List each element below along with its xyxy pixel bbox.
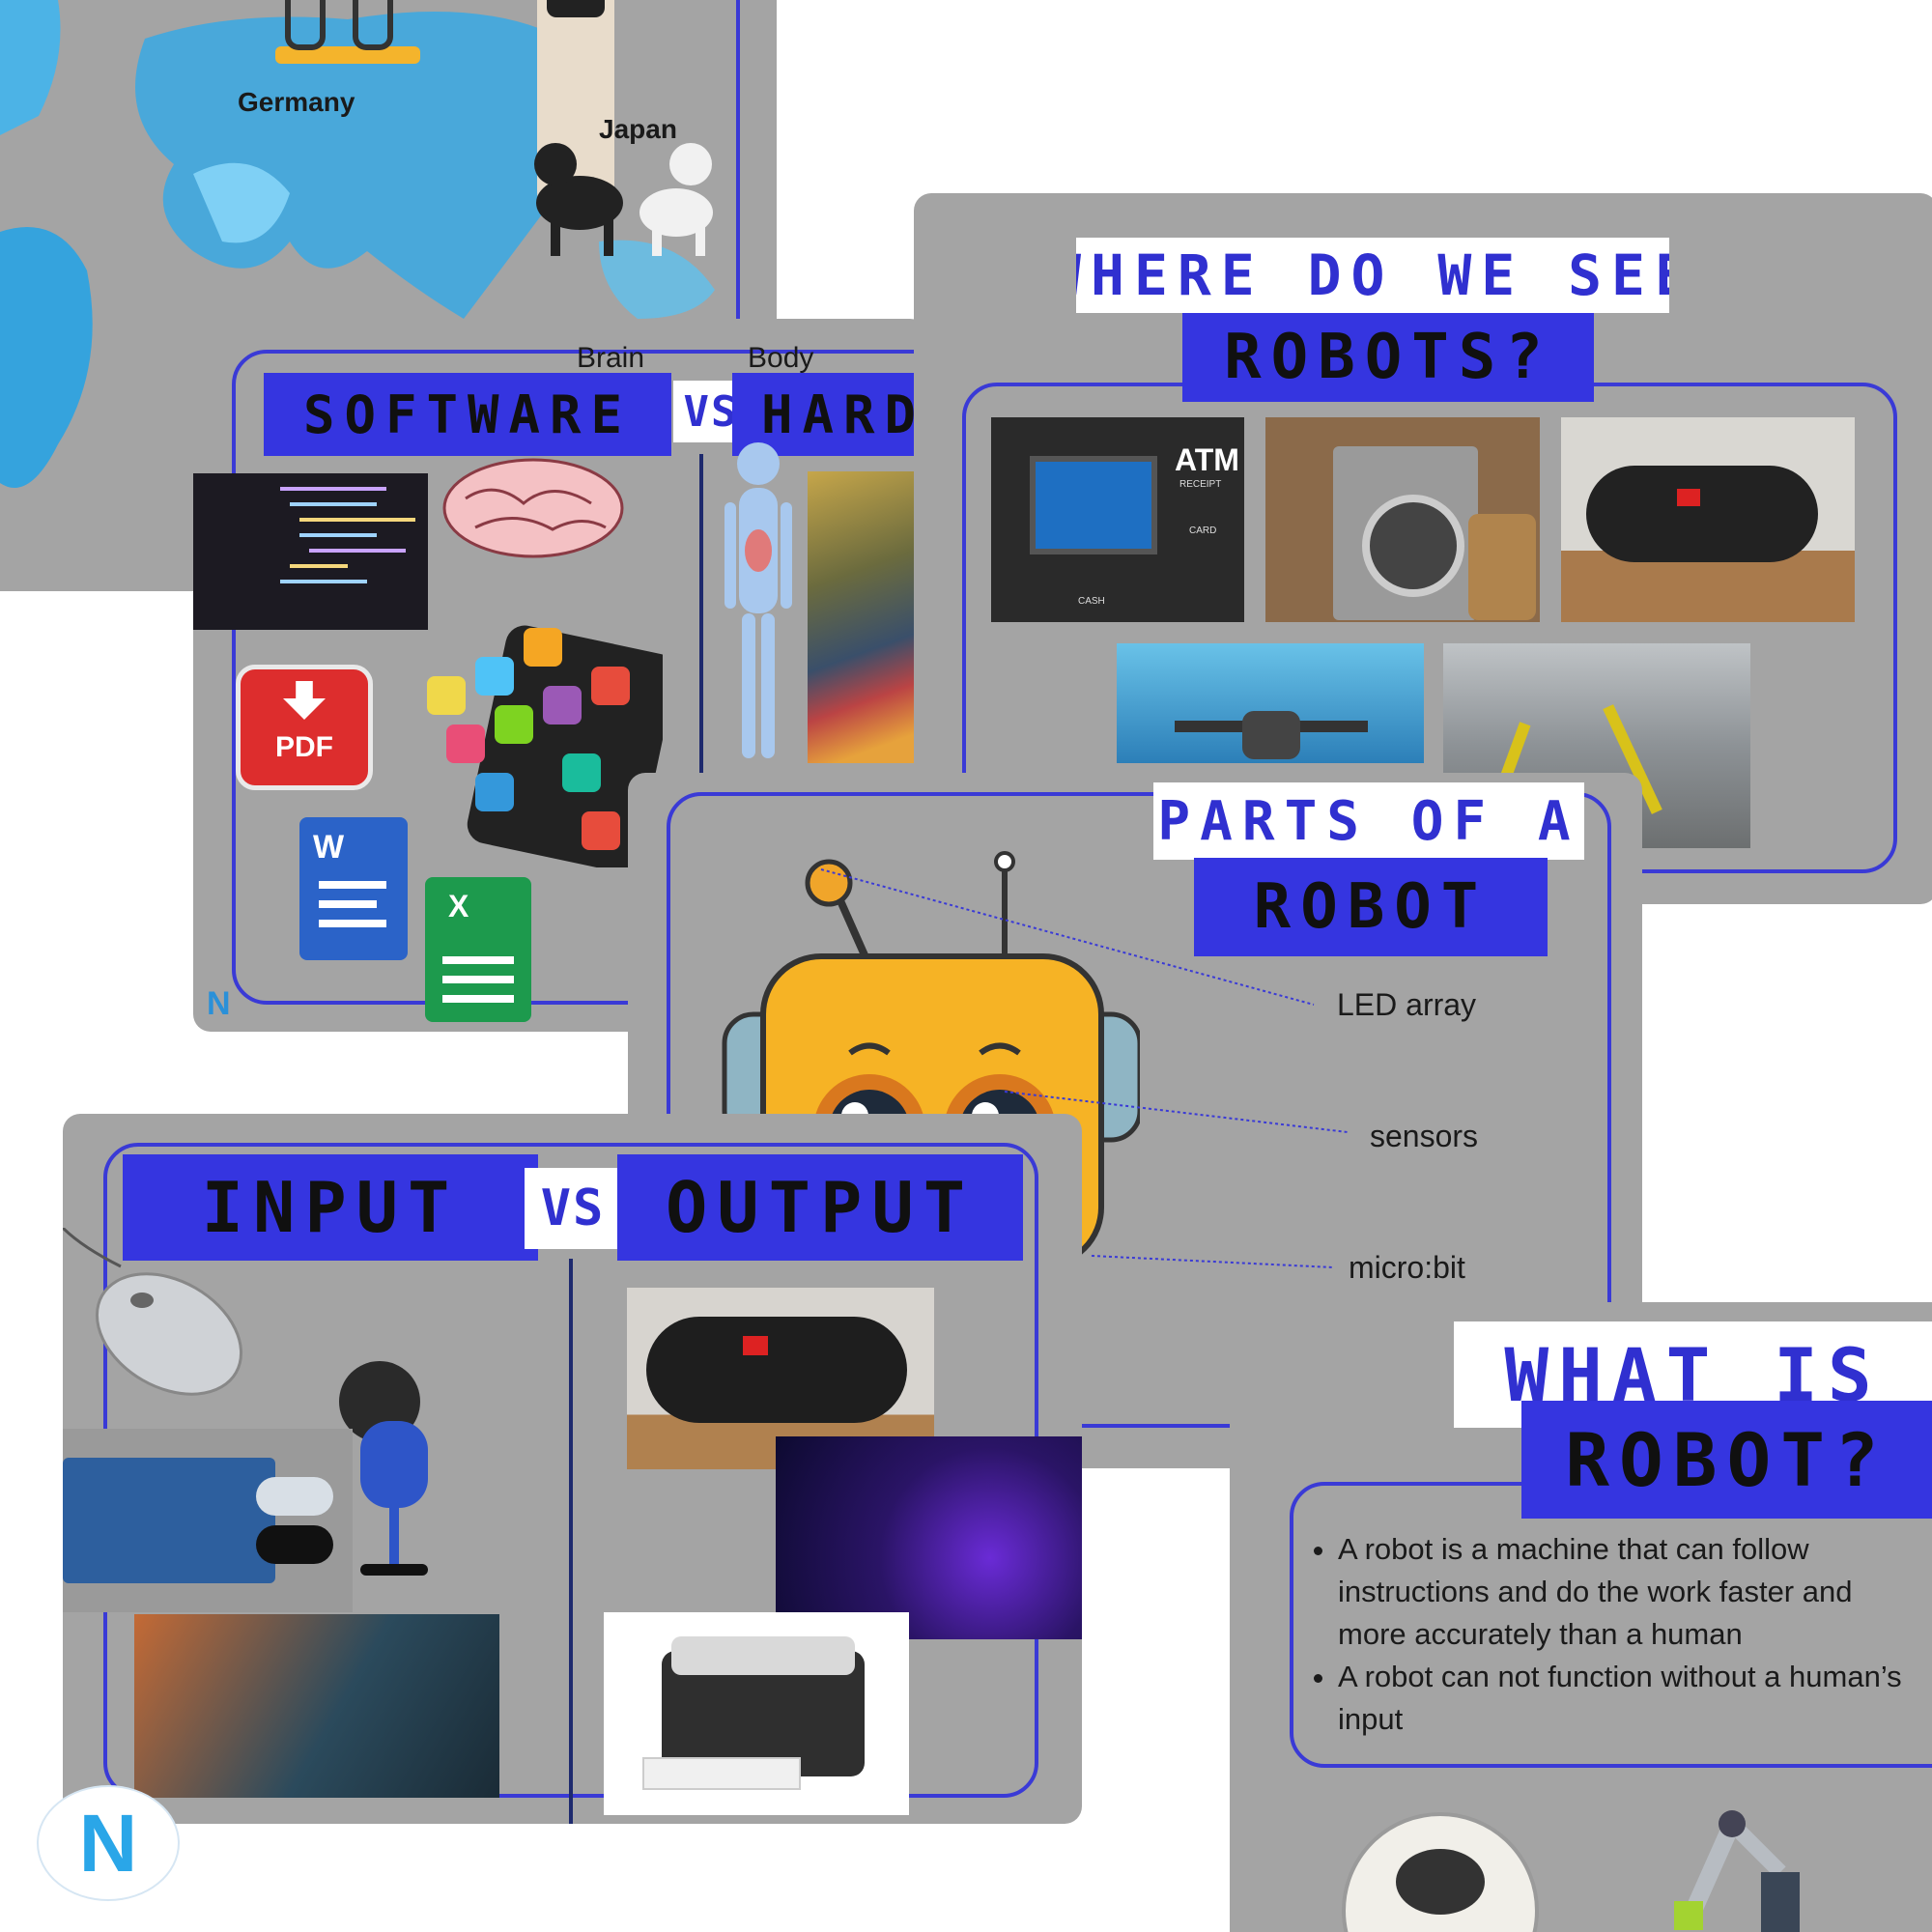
hardware-title: HARD xyxy=(732,373,927,456)
drone-image xyxy=(1117,643,1424,763)
microbit-label: micro:bit xyxy=(1349,1250,1465,1285)
input-output-slide: INPUT VS OUTPUT xyxy=(63,1114,1082,1824)
pdf-icon: PDF xyxy=(236,665,373,790)
atm-image: ATM RECEIPT CARD CASH xyxy=(991,417,1244,622)
germany-label: Germany xyxy=(238,87,355,117)
microphone-image xyxy=(339,1361,428,1576)
what-title-line2: ROBOT? xyxy=(1521,1401,1932,1519)
input-title: INPUT xyxy=(123,1154,538,1261)
brain-label: Brain xyxy=(577,342,645,374)
software-title: SOFTWARE xyxy=(264,373,671,456)
word-letter: W xyxy=(313,829,345,866)
circuit-wires-image xyxy=(808,471,927,763)
word-doc-icon: W xyxy=(299,817,408,960)
tablet-apps-image xyxy=(417,618,663,867)
world-map-image xyxy=(0,0,715,488)
where-title-line2: ROBOTS? xyxy=(1182,313,1594,402)
company-logo: N xyxy=(37,1785,180,1901)
body-label: Body xyxy=(748,342,814,374)
atm-receipt-label: RECEIPT xyxy=(1179,479,1222,490)
parts-title-line2: ROBOT xyxy=(1194,858,1548,956)
excel-sheet-icon: X xyxy=(425,877,531,1022)
human-anatomy-image xyxy=(724,442,792,758)
light-display-image xyxy=(776,1436,1082,1639)
industrial-robot-image xyxy=(266,0,430,77)
logo-letter: N xyxy=(78,1797,138,1889)
atm-card-label: CARD xyxy=(1189,526,1217,536)
robotic-arm-image xyxy=(1674,1810,1800,1932)
excel-letter: X xyxy=(448,889,469,923)
parts-slide-frame xyxy=(667,792,1611,1428)
parts-pointer-lines xyxy=(820,868,1349,1268)
logo-small: N xyxy=(207,985,231,1022)
sensors-label: sensors xyxy=(1370,1119,1479,1153)
robot-vacuum-image xyxy=(1342,1812,1539,1932)
code-screen-image xyxy=(193,473,428,630)
where-title-line1: WHERE DO WE SEE xyxy=(1076,238,1669,313)
led-array-label: LED array xyxy=(1337,987,1477,1022)
io-vs-label: VS xyxy=(525,1168,621,1249)
output-title: OUTPUT xyxy=(617,1154,1023,1261)
robot-dog-image xyxy=(534,143,713,256)
map-divider-line xyxy=(736,0,740,319)
japan-label: Japan xyxy=(599,114,677,144)
software-divider-line xyxy=(699,454,703,802)
speaker-output-image xyxy=(627,1288,934,1469)
laptop-typing-image xyxy=(134,1614,499,1798)
map-slide: Germany Japan xyxy=(0,0,777,591)
atm-label: ATM xyxy=(1175,442,1239,477)
atm-cash-label: CASH xyxy=(1078,596,1105,607)
washing-machine-image xyxy=(1265,417,1540,622)
brain-image xyxy=(442,458,624,558)
printer-image xyxy=(604,1612,909,1815)
what-bullet-1: A robot is a machine that can follow ins… xyxy=(1338,1528,1918,1656)
software-slide-frame xyxy=(232,350,927,1005)
io-divider-line xyxy=(569,1259,573,1824)
computer-mouse-image xyxy=(63,1228,243,1396)
ir-sensor-module-image xyxy=(63,1429,353,1612)
what-bullet-2: A robot can not function without a human… xyxy=(1338,1656,1918,1741)
what-is-robot-slide: WHAT IS ROBOT? A robot is a machine that… xyxy=(1230,1302,1932,1932)
what-bullets: A robot is a machine that can follow ins… xyxy=(1309,1528,1918,1741)
bluetooth-speaker-image xyxy=(1561,417,1855,622)
pdf-label: PDF xyxy=(275,731,333,763)
parts-title-line1: PARTS OF A xyxy=(1153,782,1584,860)
